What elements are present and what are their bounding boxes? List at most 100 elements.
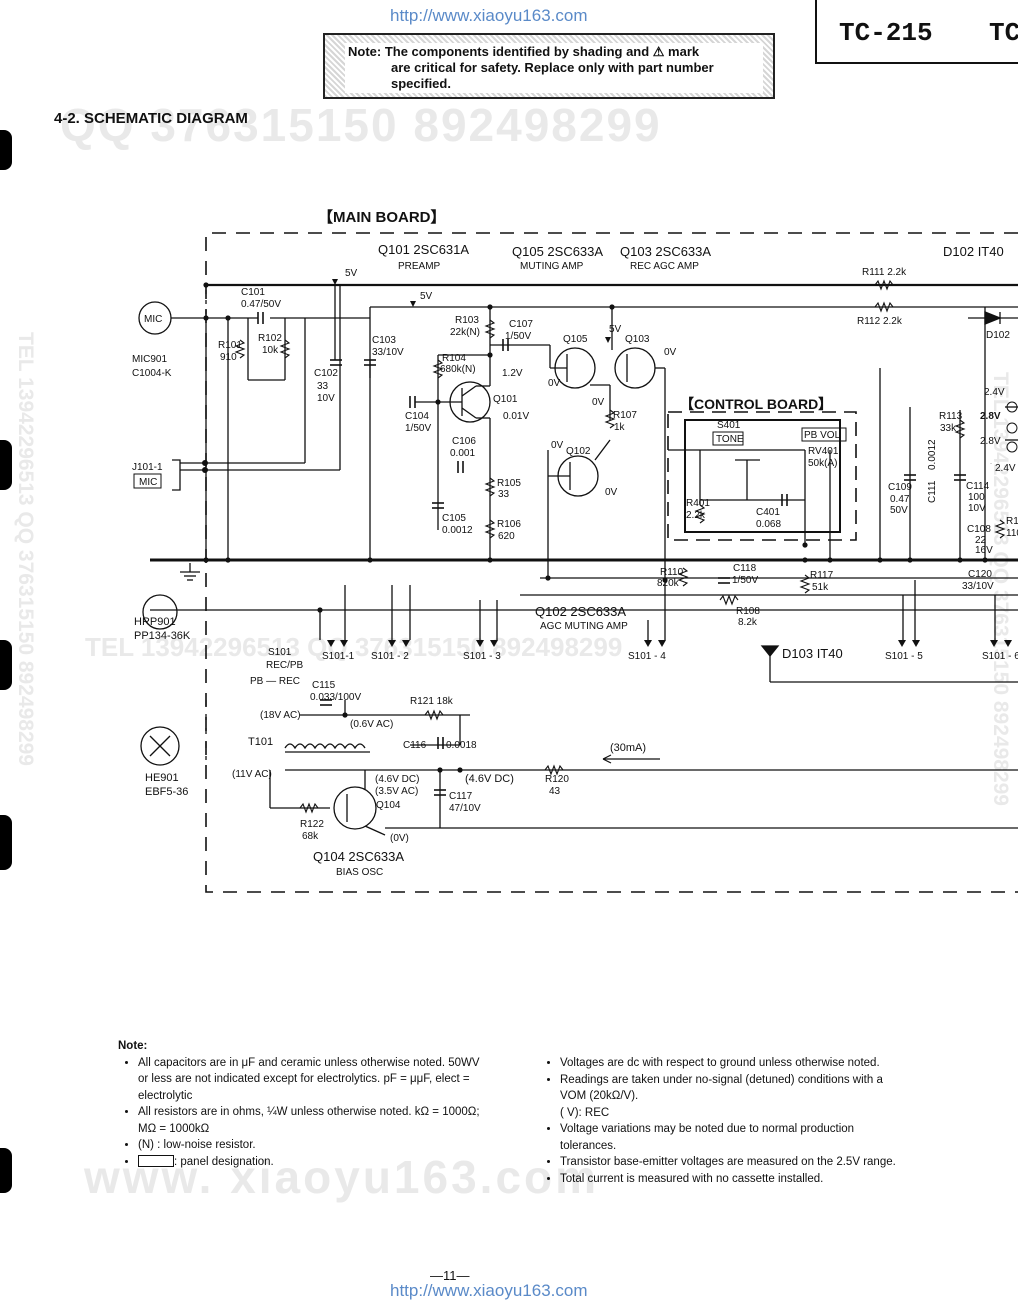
c115-value: 0.033/100V — [310, 692, 361, 703]
c103-label: C103 — [372, 335, 396, 346]
r122-label: R122 — [300, 819, 324, 830]
pb-rec-label: PB — REC — [250, 676, 300, 687]
q102-function: AGC MUTING AMP — [540, 621, 628, 632]
r105-label: R105 — [497, 478, 521, 489]
c401-value: 0.068 — [756, 519, 781, 530]
q103-label: Q103 — [625, 334, 650, 345]
voltage-0-01v: 0.01V — [503, 411, 529, 422]
r112-label: R112 2.2k — [857, 316, 903, 327]
r120-value: 43 — [549, 786, 561, 797]
pb-vol-panel-box — [801, 427, 847, 442]
q104-function: BIAS OSC — [336, 867, 383, 878]
c114-label: C114 — [966, 481, 990, 492]
control-board-label: 【CONTROL BOARD】 — [680, 396, 832, 412]
r401-label: R401 — [686, 498, 710, 509]
safety-note-line-3: specified. — [391, 76, 451, 91]
note-item: Voltage variations may be noted due to n… — [560, 1121, 910, 1154]
q105-label: Q105 — [563, 334, 588, 345]
switch-s101-6: S101 - 6 — [982, 651, 1018, 662]
voltage-5v: 5V — [345, 268, 358, 279]
c117-label: C117 — [449, 791, 473, 802]
watermark-mid: TEL 13942296513 QQ 376315150 892498299 — [85, 632, 623, 662]
q104-title: Q104 2SC633A — [313, 849, 404, 864]
r122-value: 68k — [302, 831, 319, 842]
r121-label: R121 18k — [410, 696, 454, 707]
voltage-0v: 0V — [548, 378, 561, 389]
safety-note: Note: The components identified by shadi… — [323, 33, 775, 99]
rv401-value: 50k(A) — [808, 458, 837, 469]
c401-label: C401 — [756, 507, 780, 518]
r113-label: R113 — [939, 411, 963, 422]
safety-note-line-1: Note: The components identified by shadi… — [348, 44, 700, 59]
note-item: All capacitors are in μF and ceramic unl… — [138, 1055, 488, 1105]
s401-label: S401 — [717, 420, 741, 431]
current-30ma: (30mA) — [610, 742, 646, 754]
voltage-2-4v: 2.4V — [995, 463, 1016, 474]
c103-value: 33/10V — [372, 347, 404, 358]
c109-value: 0.47 — [890, 494, 910, 505]
s101-label: S101 — [268, 647, 292, 658]
c108-label: C108 — [967, 524, 991, 535]
r105-value: 33 — [498, 489, 510, 500]
note-item: (N) : low-noise resistor. — [138, 1137, 488, 1154]
c108-value: 22 — [975, 535, 987, 546]
voltage-0v: 0V — [605, 487, 618, 498]
voltage-2-8v: 2.8V — [980, 436, 1001, 447]
q102-title: Q102 2SC633A — [535, 604, 626, 619]
c107-label: C107 — [509, 319, 533, 330]
r111-label: R111 2.2k — [862, 267, 907, 278]
notes-title: Note: — [118, 1040, 148, 1052]
note-item: ( V): REC — [560, 1106, 610, 1119]
r104-value: 680k(N) — [440, 364, 476, 375]
c120-label: C120 — [968, 569, 992, 580]
d102-label: D102 — [986, 330, 1010, 341]
c107-value: 1/50V — [505, 331, 531, 342]
c102-voltage: 10V — [317, 393, 335, 404]
r107-label: R107 — [613, 410, 637, 421]
url-bottom: http://www.xiaoyu163.com — [390, 1281, 588, 1300]
c1004k-label: C1004-K — [132, 368, 172, 379]
voltage-2-8v: 2.8V — [990, 463, 992, 465]
voltage-11v-ac: (11V AC) — [232, 769, 272, 780]
c118-label: C118 — [733, 563, 757, 574]
r11x-label: R11 — [1006, 516, 1018, 527]
page-number: —11— — [430, 1268, 470, 1283]
d102-title: D102 IT40 — [943, 244, 1004, 259]
r113-value: 33k — [940, 423, 957, 434]
r107-value: 1k — [614, 422, 626, 433]
note-item: Readings are taken under no-signal (detu… — [560, 1072, 910, 1105]
c111-label: C111 — [927, 480, 938, 503]
c120-value: 33/10V — [962, 581, 994, 592]
pp134-label: PP134-36K — [134, 630, 191, 642]
c108-voltage: 16V — [975, 545, 993, 556]
q104-label: Q104 — [376, 800, 401, 811]
c102-value: 33 — [317, 381, 329, 392]
r103-label: R103 — [455, 315, 479, 326]
j101-label: J101-1 — [132, 462, 163, 473]
safety-note-line-2: are critical for safety. Replace only wi… — [391, 60, 714, 75]
d103-title: D103 IT40 — [782, 646, 843, 661]
c109-voltage: 50V — [890, 505, 908, 516]
q101-title: Q101 2SC631A — [378, 242, 469, 257]
rv401-label: RV401 — [808, 446, 839, 457]
model-number: TC-215 — [839, 18, 933, 48]
r110-label: R110 — [660, 567, 684, 578]
voltage-3-5v-ac: (3.5V AC) — [375, 786, 418, 797]
mic-label: MIC — [144, 314, 162, 325]
binder-mark — [0, 1148, 12, 1193]
c105-label: C105 — [442, 513, 466, 524]
r101-value: 910 — [220, 352, 237, 363]
q101-label: Q101 — [493, 394, 518, 405]
t101-label: T101 — [248, 736, 273, 748]
c106-value: 0.001 — [450, 448, 475, 459]
r110-value: 820k — [657, 578, 680, 589]
c104-value: 1/50V — [405, 423, 431, 434]
c115-label: C115 — [312, 680, 336, 691]
c116-label: C116 — [403, 740, 427, 751]
panel-designation-box — [138, 1155, 174, 1168]
r108-label: R108 — [736, 606, 760, 617]
voltage-2-8v: 2.8V — [980, 411, 1001, 422]
r117-label: R117 — [810, 570, 834, 581]
q102-label: Q102 — [566, 446, 591, 457]
